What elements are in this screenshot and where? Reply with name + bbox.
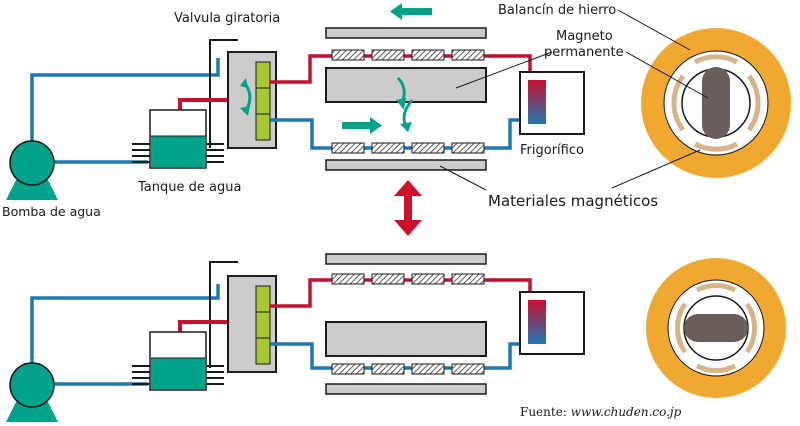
bottom-center-magnet	[325, 321, 487, 357]
feed-pipe-black	[209, 261, 238, 368]
magnetic-material	[411, 363, 445, 375]
top-lower-materials	[331, 142, 485, 154]
bottom-system	[6, 253, 585, 422]
tank-water	[151, 136, 205, 167]
flow-arrow-icon	[342, 117, 382, 134]
cold-pipe-out	[270, 342, 530, 370]
permanent-magnet-label-2: permanente	[544, 45, 624, 60]
source-credit: Fuente: www.chuden.co.jp	[520, 405, 682, 419]
permanent-magnet-label-1: Magneto	[556, 29, 613, 44]
water-pump	[6, 362, 58, 422]
magnetic-material	[331, 363, 365, 375]
magnetic-material	[371, 49, 405, 61]
pump-base-icon	[6, 180, 58, 200]
refrigerator	[519, 71, 585, 135]
leader-line	[625, 51, 709, 99]
pump-icon	[9, 140, 55, 186]
refrigerator-coil	[528, 300, 546, 344]
tank-fins-left	[132, 143, 150, 163]
magnetic-material	[371, 363, 405, 375]
water-tank-label: Tanque de agua	[137, 180, 241, 195]
water-tank	[132, 331, 224, 391]
flow-arrow-icon	[390, 3, 432, 20]
magnetic-material	[331, 273, 365, 285]
bottom-lower-yoke	[325, 383, 487, 395]
bottom-upper-yoke	[325, 253, 487, 265]
permanent-magnet-icon	[702, 67, 730, 139]
cold-pipe-main-loop	[30, 58, 220, 148]
double-arrow-icon	[394, 180, 422, 236]
cold-pipe-out	[270, 118, 530, 150]
source-url: www.chuden.co.jp	[571, 405, 682, 419]
magnetic-material	[331, 142, 365, 154]
magnetic-material	[451, 142, 485, 154]
leader-line	[455, 51, 553, 89]
water-pump	[6, 140, 58, 200]
magnetic-material	[451, 273, 485, 285]
magnetic-material	[411, 273, 445, 285]
tank-fins-left	[132, 365, 150, 385]
tank-water	[151, 358, 205, 389]
tank-fins-right	[206, 143, 224, 163]
permanent-magnet-icon	[684, 314, 748, 342]
curved-flow-arrow-icon	[402, 99, 414, 127]
magnetic-material	[371, 142, 405, 154]
water-tank	[132, 109, 224, 169]
refrigerator-label: Frigorífico	[520, 143, 584, 158]
pump-base-icon	[6, 402, 58, 422]
magnetic-segments	[674, 282, 758, 374]
leader-line	[439, 165, 487, 191]
pump-icon	[9, 362, 55, 408]
source-prefix: Fuente:	[520, 405, 571, 419]
top-upper-yoke	[325, 27, 487, 39]
hot-pipe-out	[270, 54, 532, 84]
magnetic-segments	[671, 54, 761, 152]
magnetic-materials-label: Materiales magnéticos	[488, 192, 658, 210]
bottom-upper-materials	[331, 273, 485, 285]
rotary-valve-label: Valvula giratoria	[174, 11, 280, 26]
top-upper-materials	[331, 49, 485, 61]
bottom-lower-materials	[331, 363, 485, 375]
water-pump-label: Bomba de agua	[2, 204, 101, 219]
rotor-disc-top	[641, 28, 791, 178]
magnetic-material	[331, 49, 365, 61]
magnetic-material	[371, 273, 405, 285]
iron-rocker-label: Balancín de hierro	[498, 3, 616, 18]
refrigerator-coil	[528, 80, 546, 124]
rotary-valve	[227, 51, 277, 149]
magnetic-material	[451, 49, 485, 61]
tank-fins-right	[206, 365, 224, 385]
magnetic-material	[451, 363, 485, 375]
rotor-disc-bottom	[646, 258, 786, 398]
hot-pipe-out	[270, 278, 532, 308]
top-system	[6, 3, 585, 200]
cold-pipe-main-loop	[30, 284, 220, 364]
magnetic-material	[411, 142, 445, 154]
top-center-magnet	[325, 67, 487, 103]
top-lower-yoke	[325, 159, 487, 171]
leader-line	[611, 149, 701, 189]
valve-green-strip	[255, 285, 271, 365]
valve-green-strip	[255, 61, 271, 141]
magnetic-material	[411, 49, 445, 61]
leader-line	[617, 9, 691, 51]
refrigerator	[519, 291, 585, 355]
feed-pipe-black	[209, 39, 238, 148]
rotary-valve	[227, 275, 277, 373]
